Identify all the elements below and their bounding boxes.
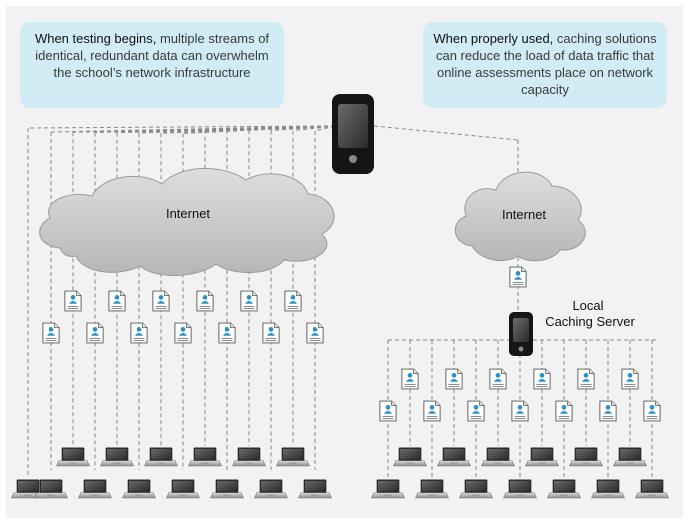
- document-user-icon: [42, 322, 60, 344]
- document-user-icon: [218, 322, 236, 344]
- document-user-icon: [284, 290, 302, 312]
- main-server-icon: [332, 94, 374, 174]
- right-callout-lead: When properly used,: [433, 31, 554, 46]
- document-user-icon: [64, 290, 82, 312]
- left-callout: When testing begins, multiple streams of…: [20, 22, 284, 108]
- left-callout-lead: When testing begins,: [34, 31, 157, 46]
- document-user-icon: [577, 368, 595, 390]
- stream-diagonal: [373, 125, 519, 141]
- document-user-icon: [467, 400, 485, 422]
- caching-server-icon: [509, 312, 533, 356]
- document-user-icon: [621, 368, 639, 390]
- document-user-icon: [130, 322, 148, 344]
- left-callout-text: multiple streams of identical, redundant…: [35, 31, 270, 80]
- stream-diagonal: [292, 125, 336, 132]
- caching-server-label-line1: Local: [572, 298, 604, 313]
- document-user-icon: [401, 368, 419, 390]
- document-user-icon: [643, 400, 661, 422]
- document-user-icon: [152, 290, 170, 312]
- document-user-icon: [511, 400, 529, 422]
- stream-diagonal: [27, 125, 336, 129]
- document-user-icon: [240, 290, 258, 312]
- right-internet-cloud: [455, 171, 586, 262]
- document-user-icon: [86, 322, 104, 344]
- right-cloud-label: Internet: [501, 207, 547, 222]
- document-user-icon: [306, 322, 324, 344]
- document-user-icon: [509, 266, 527, 288]
- document-user-icon: [379, 400, 397, 422]
- right-callout-text: caching solutions can reduce the load of…: [435, 31, 657, 97]
- document-user-icon: [555, 400, 573, 422]
- document-user-icon: [533, 368, 551, 390]
- document-user-icon: [262, 322, 280, 344]
- right-callout: When properly used, caching solutions ca…: [423, 22, 667, 108]
- document-user-icon: [196, 290, 214, 312]
- left-cloud-label: Internet: [165, 206, 211, 221]
- stream-diagonal: [314, 125, 336, 132]
- document-user-icon: [423, 400, 441, 422]
- document-user-icon: [599, 400, 617, 422]
- document-user-icon: [489, 368, 507, 390]
- document-user-icon: [174, 322, 192, 344]
- left-internet-cloud: [39, 168, 335, 276]
- document-user-icon: [445, 368, 463, 390]
- caching-server-label-line2: Caching Server: [545, 314, 635, 329]
- document-user-icon: [108, 290, 126, 312]
- stream-diagonal: [182, 125, 336, 134]
